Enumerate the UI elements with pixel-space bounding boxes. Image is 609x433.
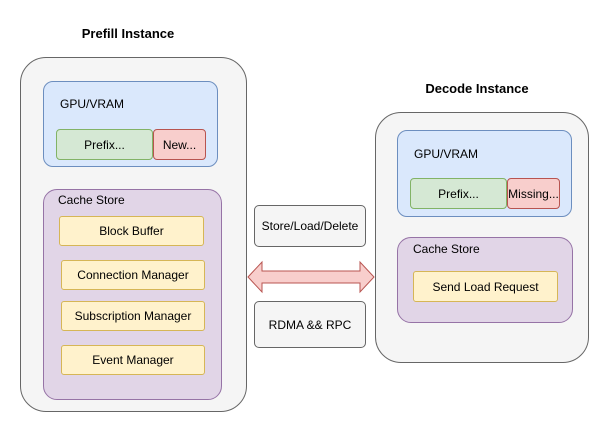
decode-instance-title: Decode Instance xyxy=(425,81,529,96)
store-load-delete-box: Store/Load/Delete xyxy=(254,205,366,247)
prefill-new-block: New... xyxy=(153,129,206,160)
prefill-prefix-block: Prefix... xyxy=(56,129,153,160)
prefill-instance-title: Prefill Instance xyxy=(81,26,175,41)
rdma-rpc-box: RDMA && RPC xyxy=(254,301,366,348)
decode-missing-block: Missing... xyxy=(507,178,560,209)
prefill-cache-store-label: Cache Store xyxy=(58,193,125,207)
bidirectional-arrow-icon xyxy=(247,260,375,294)
send-load-request: Send Load Request xyxy=(413,271,558,302)
arrow-shape xyxy=(247,260,375,294)
decode-gpu-label: GPU/VRAM xyxy=(414,147,479,161)
prefill-gpu-label: GPU/VRAM xyxy=(60,97,125,111)
connection-manager: Connection Manager xyxy=(61,260,205,290)
decode-prefix-block: Prefix... xyxy=(410,178,507,209)
block-buffer: Block Buffer xyxy=(59,216,204,246)
event-manager: Event Manager xyxy=(61,345,205,375)
decode-cache-store-label: Cache Store xyxy=(413,242,480,256)
subscription-manager: Subscription Manager xyxy=(61,301,205,331)
